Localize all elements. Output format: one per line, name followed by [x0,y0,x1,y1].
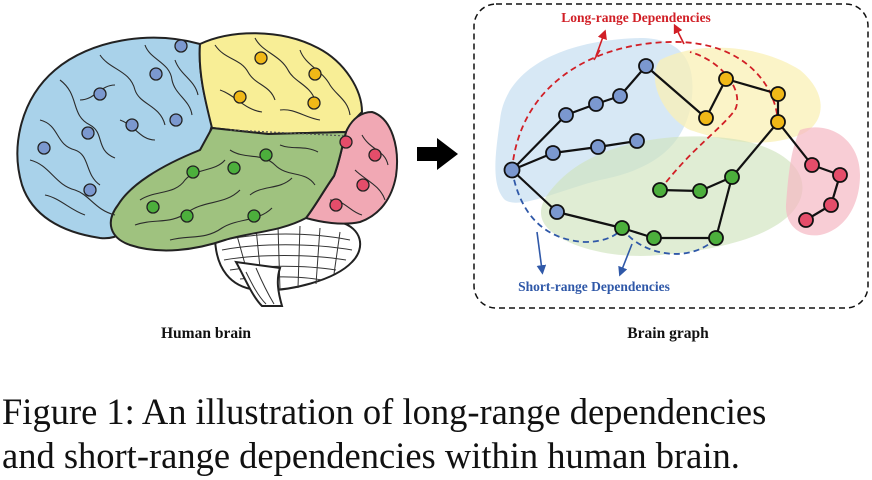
long-range-pointer-right [673,23,685,45]
short-range-pointer-right [618,243,633,277]
graph-nodes [503,58,848,246]
figure-caption: Figure 1: An illustration of long-range … [2,390,870,478]
brain-stem [234,260,284,307]
short-range-pointer-left [536,231,547,275]
brain-graph-frame [473,3,869,309]
transform-arrow [417,138,458,170]
graph-region-blobs [495,38,860,256]
long-range-arcs [511,41,779,191]
caption-line-1: Figure 1: An illustration of long-range … [2,391,767,432]
short-range-label: Short-range Dependencies [518,279,670,294]
long-range-label: Long-range Dependencies [561,10,711,25]
long-range-pointer-left [595,29,607,57]
brain-nodes [37,39,382,223]
parietal-lobe [198,32,364,136]
human-brain-illustration [16,32,398,307]
human-brain-label: Human brain [161,325,251,342]
short-range-arcs [511,169,717,255]
brain-graph-label: Brain graph [627,325,709,342]
caption-line-2: and short-range dependencies within huma… [2,435,740,476]
